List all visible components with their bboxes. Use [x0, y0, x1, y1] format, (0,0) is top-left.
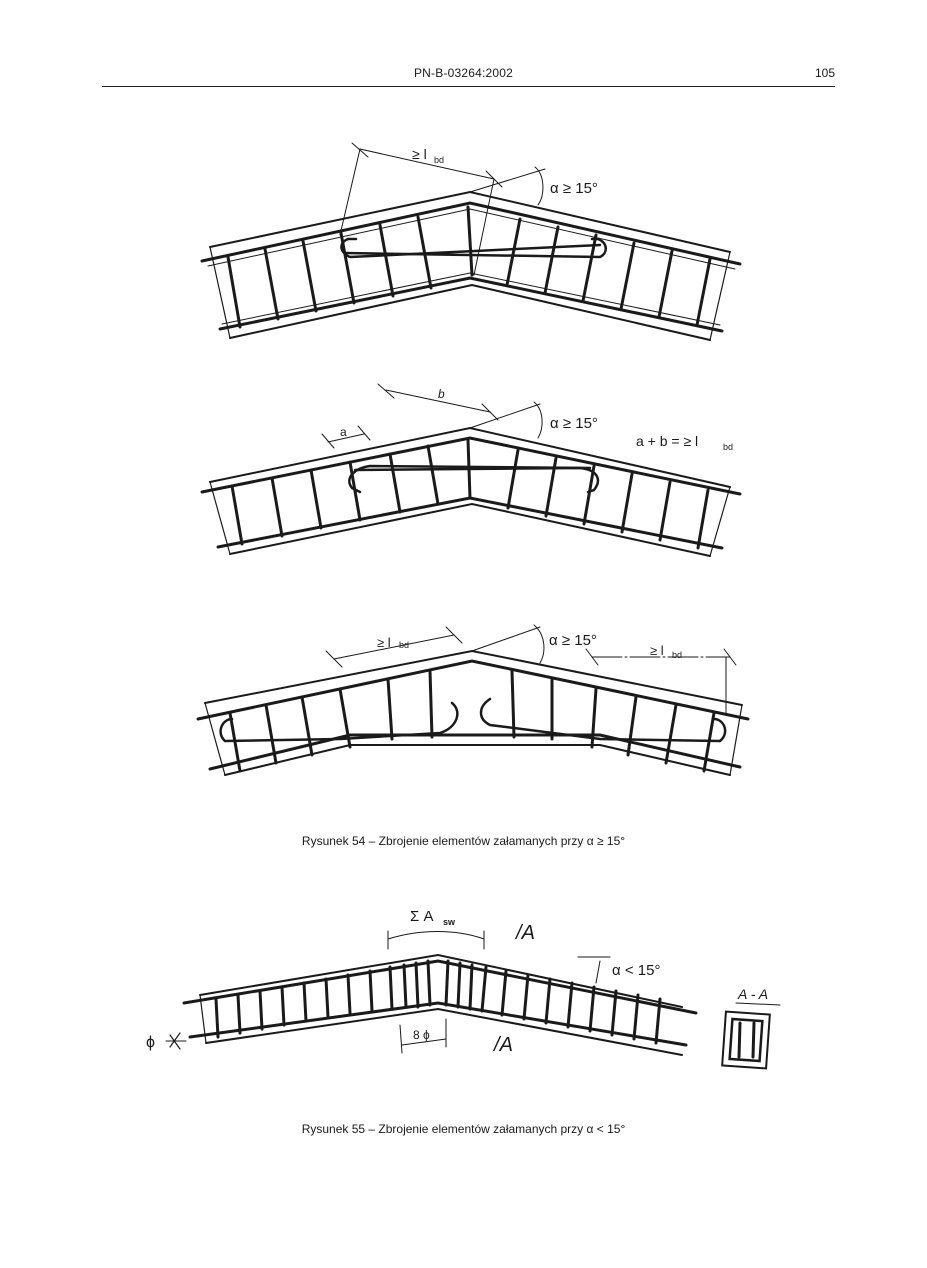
- beam-outline-bottom-edge: [205, 1007, 683, 1056]
- spacing-label: 8 ϕ: [413, 1028, 430, 1042]
- crossing-bar-right: [353, 466, 600, 494]
- anchorage-label: ≥ l: [412, 146, 427, 162]
- bottom-rebar: [208, 733, 742, 771]
- crossing-bar-right: [343, 237, 607, 259]
- svg-text:bd: bd: [723, 442, 733, 452]
- page-number: 105: [814, 66, 835, 80]
- dim-a-label: a: [340, 425, 347, 439]
- angle-label: α < 15°: [612, 962, 660, 979]
- beam-outline-bottom-edge: [229, 283, 711, 341]
- svg-text:sw: sw: [443, 917, 456, 927]
- beam-outline-top-edge: [199, 953, 683, 1008]
- cross-section-a-a: [721, 1002, 781, 1070]
- angle-label: α ≥ 15°: [549, 632, 597, 649]
- angle-label: α ≥ 15°: [550, 180, 598, 197]
- svg-text:bd: bd: [672, 650, 682, 660]
- sum-asw-label: Σ A: [410, 908, 433, 925]
- section-mark-bottom: /A: [492, 1034, 513, 1056]
- stirrups: [228, 669, 716, 773]
- hook-bar-right: [479, 697, 722, 743]
- top-rebar: [200, 436, 742, 496]
- dim-b-label: b: [438, 387, 445, 401]
- stirrups: [226, 205, 712, 329]
- bottom-rebar: [188, 1001, 688, 1047]
- svg-text:bd: bd: [399, 640, 409, 650]
- section-title: A - A: [737, 986, 768, 1002]
- figure55-caption: Rysunek 55 – Zbrojenie elementów załaman…: [301, 1122, 626, 1136]
- figure54-panel-bottom: ≥ l bd α ≥ 15° ≥ l bd: [196, 624, 750, 776]
- figure54-caption: Rysunek 54 – Zbrojenie elementów załaman…: [301, 834, 626, 848]
- angle-label: α ≥ 15°: [550, 415, 598, 432]
- left-anchorage-label: ≥ l: [377, 635, 391, 650]
- beam-outline-top-edge: [204, 649, 743, 706]
- formula-label: a + b = ≥ l: [636, 433, 698, 449]
- bottom-rebar: [218, 276, 724, 333]
- top-rebar: [200, 201, 742, 266]
- beam-outline-bottom-edge: [224, 744, 731, 776]
- figure55: Σ A sw /A /A α < 15° 8 ϕ ϕ A - A: [146, 908, 781, 1070]
- header-divider: [102, 86, 835, 87]
- top-rebar: [196, 659, 750, 721]
- hook-bar-left: [223, 701, 459, 743]
- stirrups: [214, 959, 662, 1045]
- beam-outline-bottom-edge: [229, 502, 711, 557]
- top-rebar: [182, 959, 698, 1015]
- stirrups: [230, 438, 710, 550]
- right-anchorage-label: ≥ l: [650, 643, 664, 658]
- bar-diameter-label: ϕ: [146, 1034, 155, 1051]
- figure54-panel-middle: b a α ≥ 15° a + b = ≥ l bd: [200, 383, 742, 557]
- document-header-title: PN-B-03264:2002: [413, 66, 514, 80]
- section-mark-top: /A: [514, 922, 535, 944]
- svg-text:bd: bd: [434, 155, 444, 165]
- figure54-panel-top: ≥ l bd α ≥ 15°: [200, 142, 742, 341]
- crossing-bar-left: [340, 237, 602, 259]
